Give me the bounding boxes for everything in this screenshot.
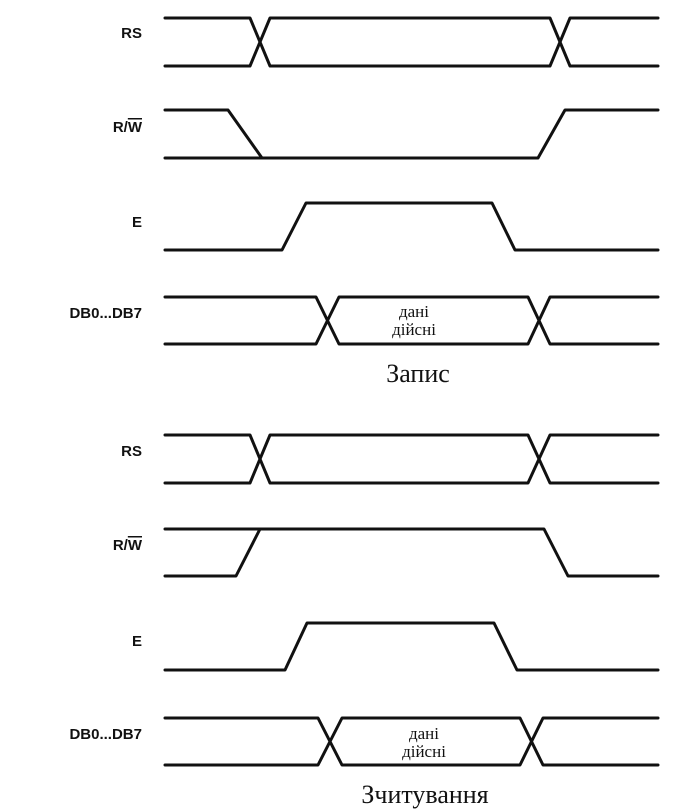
signal-label-rs-read: RS (121, 443, 142, 460)
signal-label-rw-read-overline: W (128, 537, 143, 554)
rs-waveform (163, 16, 660, 68)
signal-label-db: DB0...DB7 (69, 305, 142, 322)
rw-read-waveform (163, 527, 660, 578)
rs-read-waveform (163, 433, 660, 485)
e-waveform (163, 201, 660, 252)
signal-label-db-read: DB0...DB7 (69, 726, 142, 743)
rw-waveform (163, 108, 660, 160)
signal-label-rw-read: R/W (113, 537, 143, 554)
db-waveform (163, 295, 660, 346)
signal-label-rw: R/W (113, 119, 143, 136)
signal-label-rw-overline: W (128, 119, 143, 136)
data-valid-label-line1: дані (399, 302, 429, 321)
write-section: RS R/W E DB0...DB7 дані дійсні Запис (69, 16, 660, 388)
signal-label-e-read: E (132, 633, 142, 650)
read-section: RS R/W E DB0...DB7 дані дійсні Зчитуванн… (69, 433, 660, 809)
data-valid-read-label-line1: дані (409, 724, 439, 743)
signal-label-e: E (132, 214, 142, 231)
data-valid-label-line2: дійсні (392, 320, 436, 339)
signal-label-rs: RS (121, 25, 142, 42)
e-read-waveform (163, 621, 660, 672)
read-caption: Зчитування (361, 780, 488, 809)
db-read-waveform (163, 716, 660, 767)
data-valid-read-label-line2: дійсні (402, 742, 446, 761)
write-caption: Запис (386, 359, 450, 388)
